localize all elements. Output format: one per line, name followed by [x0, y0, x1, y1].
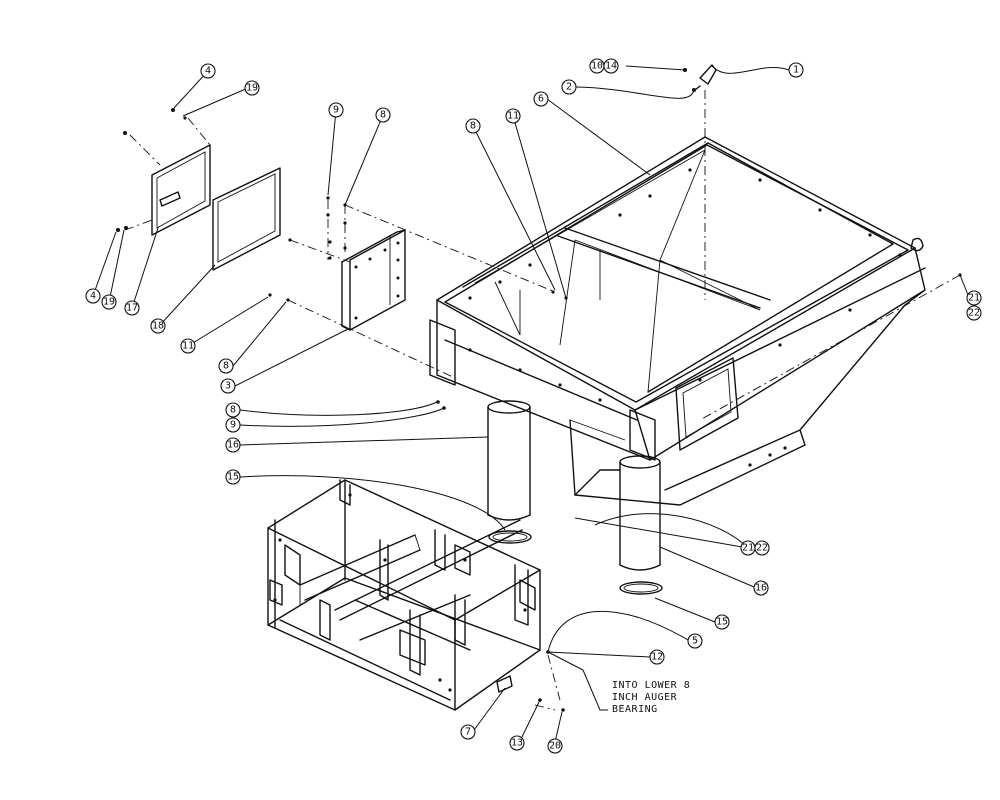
svg-text:20: 20: [549, 741, 561, 752]
svg-text:19: 19: [103, 297, 115, 308]
svg-text:3: 3: [225, 381, 231, 392]
svg-text:6: 6: [538, 94, 544, 105]
callout-15-right: 15: [714, 614, 730, 630]
svg-text:5: 5: [692, 636, 698, 647]
svg-text:9: 9: [333, 105, 339, 116]
base-frame: [267, 479, 541, 711]
callout-7: 7: [460, 724, 476, 740]
callout-21-center: 21: [740, 540, 756, 556]
callout-19-top: 19: [244, 80, 260, 96]
svg-text:2: 2: [566, 82, 572, 93]
svg-text:15: 15: [227, 472, 239, 483]
svg-text:14: 14: [605, 61, 617, 72]
svg-text:4: 4: [90, 291, 96, 302]
svg-text:7: 7: [465, 727, 471, 738]
callout-13: 13: [509, 735, 525, 751]
svg-text:10: 10: [591, 61, 603, 72]
callout-11-top: 11: [505, 108, 521, 124]
callout-9-top: 9: [328, 102, 344, 118]
callout-21-right: 21: [966, 290, 982, 306]
callout-8-top-center: 8: [465, 118, 481, 134]
svg-text:8: 8: [223, 361, 229, 372]
svg-text:11: 11: [507, 111, 519, 122]
callout-1: 1: [788, 62, 804, 78]
callout-8-mid-left: 8: [218, 358, 234, 374]
callout-11-left: 11: [180, 338, 196, 354]
discharge-tube-right: [619, 455, 661, 571]
svg-text:21: 21: [968, 293, 980, 304]
hopper-body: [429, 136, 926, 506]
svg-text:22: 22: [968, 308, 980, 319]
assembly-lines: [124, 90, 961, 711]
clamp-ring-left: [488, 530, 532, 544]
callout-16-left: 16: [225, 437, 241, 453]
svg-text:11: 11: [182, 341, 194, 352]
discharge-tube-left: [487, 400, 531, 521]
leader-lines: [92, 65, 969, 743]
callout-4-left: 4: [85, 288, 101, 304]
callout-8-lower-left: 8: [225, 402, 241, 418]
svg-text:8: 8: [470, 121, 476, 132]
callout-18: 18: [150, 318, 166, 334]
clamp-ring-right: [619, 581, 663, 595]
note-line-2: INCH AUGER: [612, 692, 678, 703]
callout-22-center: 22: [754, 540, 770, 556]
svg-text:8: 8: [380, 110, 386, 121]
svg-text:16: 16: [755, 583, 767, 594]
callout-6: 6: [533, 91, 549, 107]
callout-10: 10: [589, 58, 605, 74]
callout-5: 5: [687, 633, 703, 649]
callout-4-top: 4: [200, 63, 216, 79]
callout-3: 3: [220, 378, 236, 394]
callout-19-left: 19: [101, 294, 117, 310]
door-gasket: [212, 167, 281, 271]
svg-text:17: 17: [126, 303, 138, 314]
callout-14: 14: [603, 58, 619, 74]
callout-20: 20: [547, 738, 563, 754]
svg-text:21: 21: [742, 543, 754, 554]
end-plate: [341, 229, 406, 331]
svg-text:9: 9: [230, 420, 236, 431]
svg-text:22: 22: [756, 543, 768, 554]
note-line-3: BEARING: [612, 704, 658, 715]
callout-16-right: 16: [753, 580, 769, 596]
svg-text:15: 15: [716, 617, 728, 628]
callout-8-top-left: 8: [375, 107, 391, 123]
inspection-door: [151, 144, 211, 236]
svg-text:19: 19: [246, 83, 258, 94]
callout-17: 17: [124, 300, 140, 316]
callout-15-left: 15: [225, 469, 241, 485]
callouts: 1 2 3 4 4 5 6 7: [85, 58, 982, 754]
assembly-note: INTO LOWER 8 INCH AUGER BEARING: [612, 680, 690, 715]
callout-22-right: 22: [966, 305, 982, 321]
callout-9-left: 9: [225, 417, 241, 433]
svg-text:16: 16: [227, 440, 239, 451]
svg-text:18: 18: [152, 321, 164, 332]
note-line-1: INTO LOWER 8: [612, 680, 690, 691]
callout-12: 12: [649, 649, 665, 665]
svg-text:1: 1: [793, 65, 799, 76]
svg-text:8: 8: [230, 405, 236, 416]
callout-2: 2: [561, 79, 577, 95]
svg-text:13: 13: [511, 738, 523, 749]
svg-text:12: 12: [651, 652, 663, 663]
svg-text:4: 4: [205, 66, 211, 77]
